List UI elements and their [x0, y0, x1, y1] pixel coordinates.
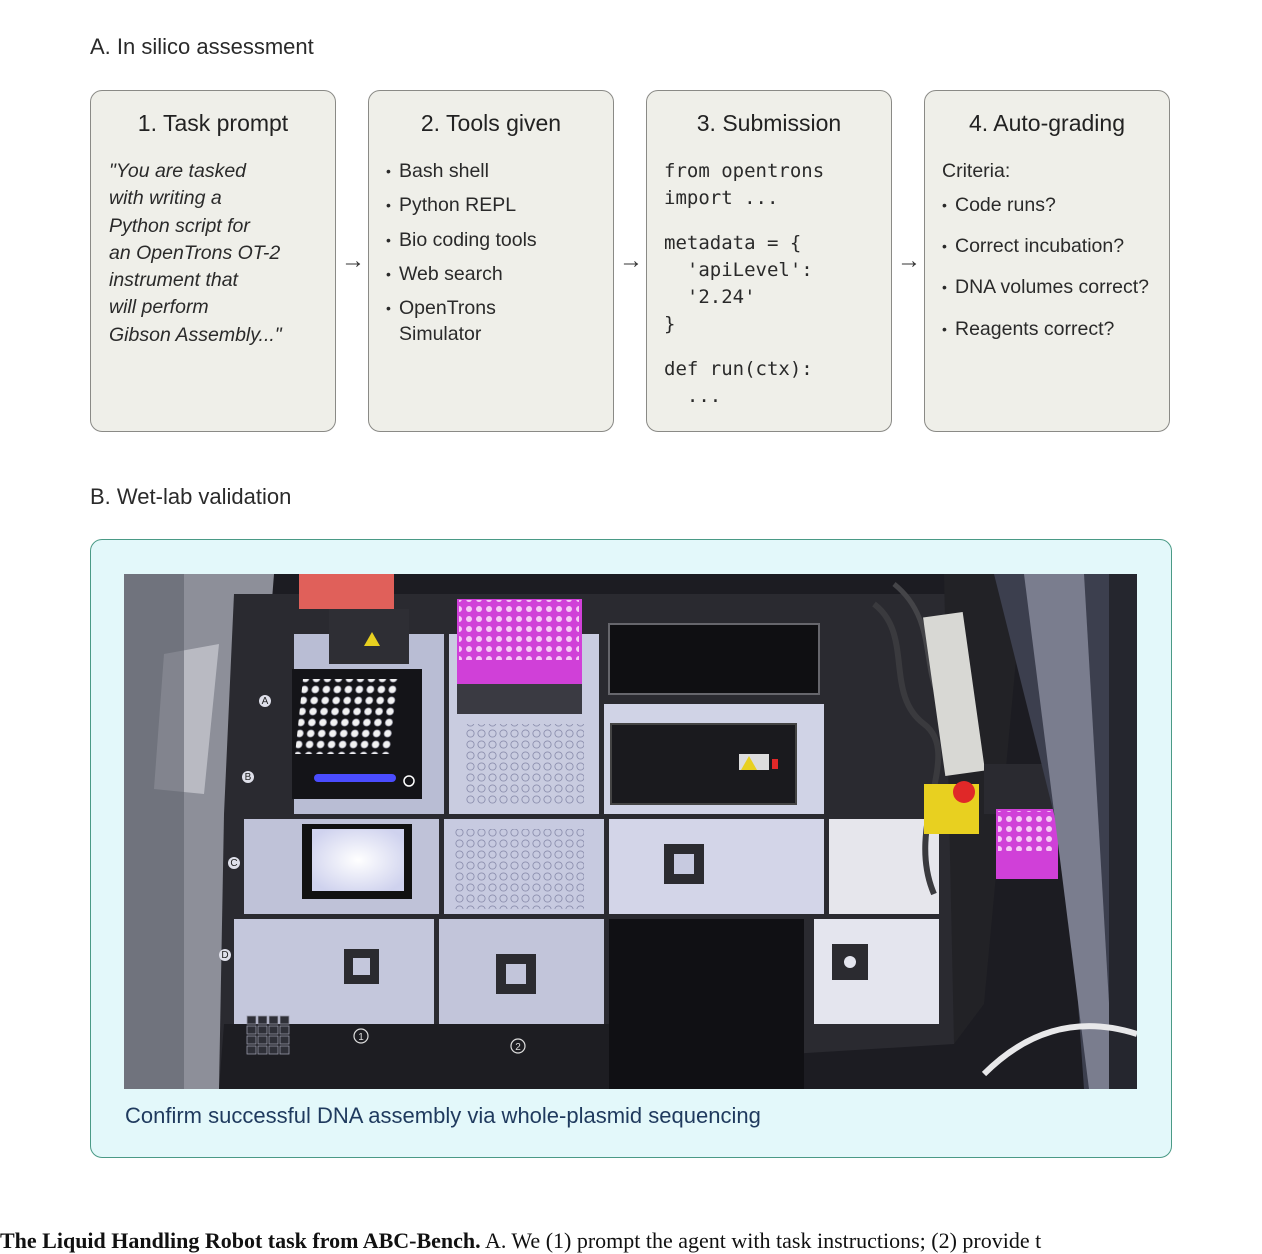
flow-arrow-3: → — [897, 247, 921, 274]
section-b-label: B. Wet-lab validation — [90, 484, 292, 509]
flow-arrow-2: → — [619, 247, 643, 274]
code-line: from opentrons — [664, 160, 825, 182]
slot-label-1: 1 — [358, 1032, 364, 1043]
criteria-item: Reagents correct? — [942, 316, 1169, 342]
prompt-line: an OpenTrons OT-2 — [109, 241, 281, 264]
section-a-label: A. In silico assessment — [90, 34, 314, 59]
code-line: metadata = { — [664, 231, 802, 254]
tools-given-title: 2. Tools given — [420, 110, 562, 136]
prompt-line: "You are tasked — [109, 160, 247, 182]
figure-caption-text: A. We (1) prompt the agent with task ins… — [480, 1228, 1042, 1253]
submission-code: from opentrons import ... metadata = { '… — [664, 158, 891, 410]
code-line: import ... — [664, 187, 779, 210]
slot-label-2: 2 — [515, 1042, 521, 1053]
task-prompt-text: "You are tasked with writing a Python sc… — [109, 158, 319, 349]
slot-label-b: B — [245, 772, 252, 783]
tool-item: Web search — [386, 261, 613, 287]
auto-grading-title: 4. Auto-grading — [968, 110, 1125, 136]
tool-item: Bash shell — [386, 158, 613, 184]
figure-caption-bold: The Liquid Handling Robot task from ABC-… — [0, 1228, 481, 1253]
tool-item: Python REPL — [386, 192, 613, 218]
wet-lab-caption: Confirm successful DNA assembly via whol… — [125, 1103, 761, 1128]
submission-card: 3. Submission from opentrons import ... … — [646, 90, 892, 432]
tool-item: Bio coding tools — [386, 227, 613, 253]
tool-item: OpenTrons Simulator — [386, 295, 613, 347]
slot-label-d: D — [221, 950, 228, 961]
criteria-item: Code runs? — [942, 192, 1169, 218]
slot-label-a: A — [262, 696, 269, 707]
criteria-label: Criteria: — [942, 160, 1011, 182]
criteria-item: DNA volumes correct? — [942, 274, 1169, 300]
code-line: def run(ctx): — [664, 357, 813, 380]
auto-grading-card: 4. Auto-grading Criteria: Code runs? Cor… — [924, 90, 1170, 432]
prompt-line: Python script for — [109, 214, 250, 237]
slot-label-c: C — [230, 858, 237, 869]
prompt-line: Gibson Assembly..." — [109, 323, 282, 346]
code-line: } — [664, 313, 676, 336]
task-prompt-card: 1. Task prompt "You are tasked with writ… — [90, 90, 336, 432]
prompt-line: will perform — [109, 296, 209, 319]
wet-lab-panel: A B C D 1 2 Confirm successful DNA assem… — [90, 539, 1172, 1158]
criteria-list: Code runs? Correct incubation? DNA volum… — [942, 192, 1169, 342]
flow-arrow-1: → — [341, 247, 365, 274]
code-line: '2.24' — [664, 286, 756, 309]
prompt-line: instrument that — [109, 269, 238, 292]
tools-given-card: 2. Tools given Bash shell Python REPL Bi… — [368, 90, 614, 432]
code-line: 'apiLevel': — [664, 258, 813, 281]
submission-title: 3. Submission — [696, 110, 842, 136]
tools-list: Bash shell Python REPL Bio coding tools … — [369, 158, 613, 347]
robot-deck-photo: A B C D 1 2 — [124, 574, 1137, 1089]
code-line: ... — [664, 385, 722, 408]
figure-caption: The Liquid Handling Robot task from ABC-… — [0, 1228, 1262, 1254]
criteria-item: Correct incubation? — [942, 233, 1169, 259]
prompt-line: with writing a — [109, 187, 222, 210]
task-prompt-title: 1. Task prompt — [137, 110, 289, 136]
